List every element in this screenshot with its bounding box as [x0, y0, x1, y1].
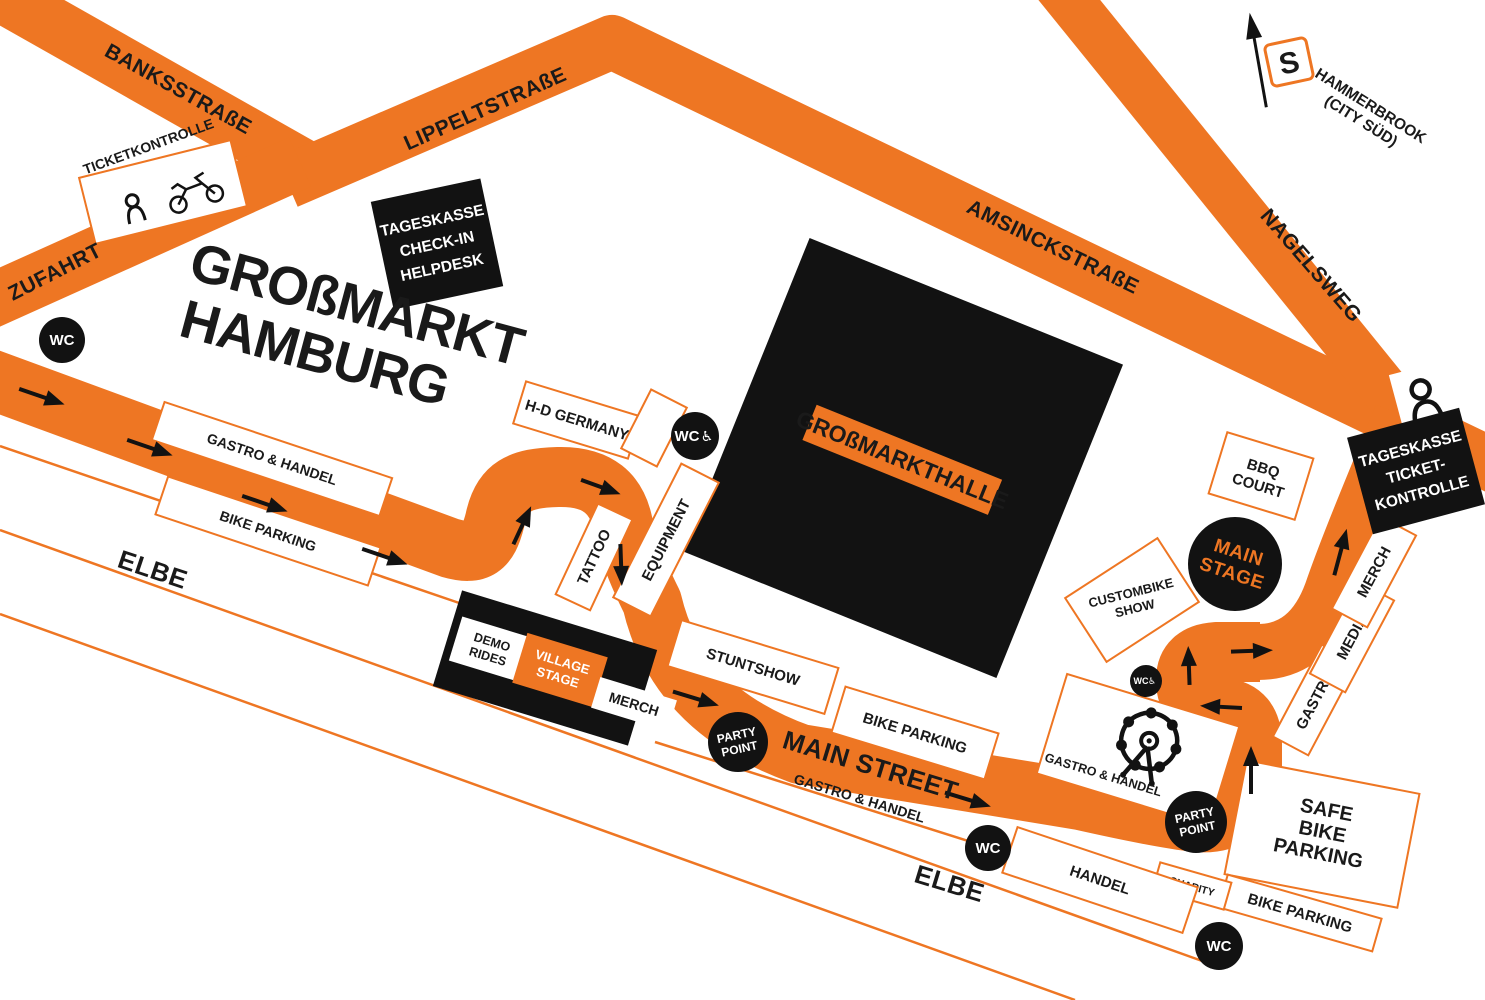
party-point-circle: PARTY POINT [1165, 791, 1227, 853]
direction-arrow [361, 546, 408, 566]
direction-arrow [241, 493, 288, 513]
grossmarkthalle-building: GROßMARKTHALLE [682, 237, 1124, 679]
ferris-wheel-icon [1115, 707, 1182, 787]
person-icon [1409, 378, 1446, 430]
area-box [512, 632, 608, 708]
road-zufahrt [0, 137, 312, 327]
wc-label: WC [675, 428, 700, 445]
area-box [448, 616, 532, 682]
wc-accessible-circle-small: WC ♿ [1130, 665, 1162, 697]
direction-arrow [672, 689, 719, 708]
area-stuntshow: STUNTSHOW [666, 618, 840, 716]
poi-circles: WC WC ♿ WC WC ♿ WC PARTY POINT [39, 317, 1282, 970]
area-ferris-gastro-handel: GASTRO & HANDEL [1035, 672, 1241, 828]
area-merch-village: MERCH [591, 677, 677, 731]
person-icon [124, 193, 147, 225]
road-lippeltstrasse-amsinckstrasse [276, 15, 1485, 492]
sbahn-logo-box [1263, 36, 1315, 88]
direction-arrow [580, 477, 621, 495]
area-box [150, 400, 394, 518]
area-box [666, 618, 840, 716]
area-box [554, 502, 634, 612]
area-demo-rides: DEMO RIDES [448, 616, 532, 682]
shore-line [0, 528, 1206, 964]
route-arrows [18, 386, 1350, 809]
direction-arrow [1230, 642, 1273, 659]
wc-accessible-circle: WC ♿ [671, 412, 719, 460]
area-custombike-show: CUSTOMBIKE SHOW [1063, 536, 1201, 664]
direction-arrow [1200, 698, 1243, 715]
entrance-box-shape [370, 178, 504, 310]
tageskasse-ticket-box: TAGESKASSE TICKET- KONTROLLE [1347, 407, 1485, 535]
direction-arrow [1332, 528, 1350, 576]
area-box [1063, 536, 1201, 664]
grossmarkthalle-label-plate [802, 404, 1003, 515]
wc-circle: WC [1195, 922, 1243, 970]
entrance-box-shape [1347, 407, 1485, 535]
party-point-circle: PARTY POINT [708, 712, 768, 772]
wc-circle: WC [39, 317, 85, 363]
area-box [1223, 759, 1421, 909]
direction-arrow [944, 790, 991, 809]
direction-arrow [126, 437, 173, 457]
motorcycle-icon [169, 171, 225, 214]
main-stage-circle: MAIN STAGE [1188, 517, 1282, 611]
sbahn-logo: S [1263, 36, 1315, 88]
wc-label: WC [1207, 938, 1232, 955]
area-box [830, 685, 1000, 781]
area-handel: HANDEL [1001, 825, 1199, 935]
direction-arrow [1243, 746, 1259, 794]
tageskasse-checkin-box: TAGESKASSE CHECK-IN HELPDESK [370, 178, 504, 310]
area-box [1207, 430, 1315, 522]
north-arrow-icon [1246, 12, 1268, 108]
wc-label: WC [1134, 676, 1149, 686]
area-safe-bike-parking: SAFE BIKE PARKING [1223, 759, 1421, 909]
wheelchair-icon: ♿ [701, 428, 714, 444]
road-nagelsweg [1038, 0, 1431, 439]
area-box [1035, 672, 1241, 828]
area-village-stage: VILLAGE STAGE [512, 632, 608, 708]
entrance-boxes: TAGESKASSE CHECK-IN HELPDESK TAGESKASSE … [370, 178, 1485, 535]
wc-label: WC [976, 840, 1001, 857]
road-banksstrasse [0, 0, 324, 194]
wc-circle: WC [965, 825, 1011, 871]
area-bbq-court: BBQ COURT [1207, 430, 1315, 522]
direction-arrow [18, 386, 65, 406]
wc-label: WC [50, 332, 75, 349]
shore-line [0, 612, 1076, 1000]
direction-arrow [613, 543, 630, 586]
area-box [611, 462, 721, 618]
area-bike-parking-main: BIKE PARKING [830, 685, 1000, 781]
direction-arrow [1180, 646, 1197, 686]
direction-arrow [511, 506, 532, 546]
wheelchair-icon: ♿ [1148, 676, 1156, 686]
area-box [591, 677, 677, 731]
area-box [77, 138, 249, 246]
